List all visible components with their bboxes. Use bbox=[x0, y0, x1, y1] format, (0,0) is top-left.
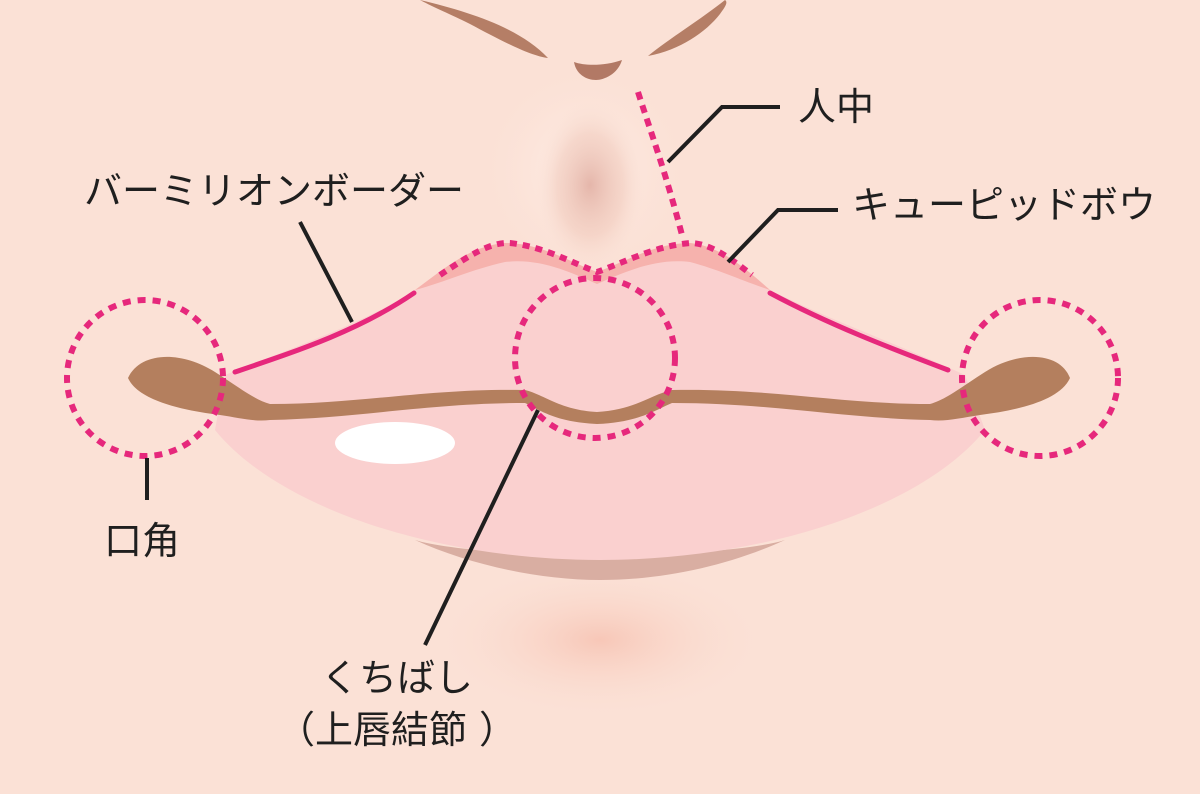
vermilion-border-right bbox=[767, 290, 951, 373]
eyebrow-icon bbox=[648, 0, 727, 56]
philtrum-leader bbox=[666, 105, 780, 164]
vermilion-border-left bbox=[232, 290, 417, 375]
mouth-line bbox=[128, 356, 1070, 424]
vermilion-leader bbox=[298, 221, 354, 323]
lip-highlight bbox=[335, 422, 455, 464]
mouth-corner-right-circle bbox=[959, 297, 1121, 459]
tubercle-label-line2: （上唇結節 ） bbox=[276, 708, 518, 753]
lips bbox=[215, 243, 985, 560]
cupids-bow-line bbox=[438, 239, 754, 278]
mouth-corner-left-circle bbox=[64, 297, 226, 459]
vermilion-border-label: バーミリオンボーダー bbox=[84, 169, 465, 213]
philtrum-line bbox=[635, 91, 685, 236]
mouth-corner-label: 口角 bbox=[104, 519, 181, 563]
chin-shadow bbox=[430, 560, 770, 720]
upper-lip-rim bbox=[415, 243, 770, 290]
philtrum-label: 人中 bbox=[798, 85, 875, 129]
nose-icon bbox=[574, 60, 622, 80]
cupids-bow-leader bbox=[726, 208, 838, 264]
tubercle-label-line1: くちばし bbox=[320, 656, 473, 700]
tubercle-leader bbox=[423, 409, 540, 646]
eyebrow-icon bbox=[420, 0, 548, 58]
tubercle-label: くちばし （上唇結節 ） bbox=[262, 652, 532, 757]
philtrum-shadow bbox=[535, 100, 645, 270]
tubercle-circle bbox=[512, 275, 678, 441]
cupids-bow-label: キューピッドボウ bbox=[852, 183, 1157, 227]
